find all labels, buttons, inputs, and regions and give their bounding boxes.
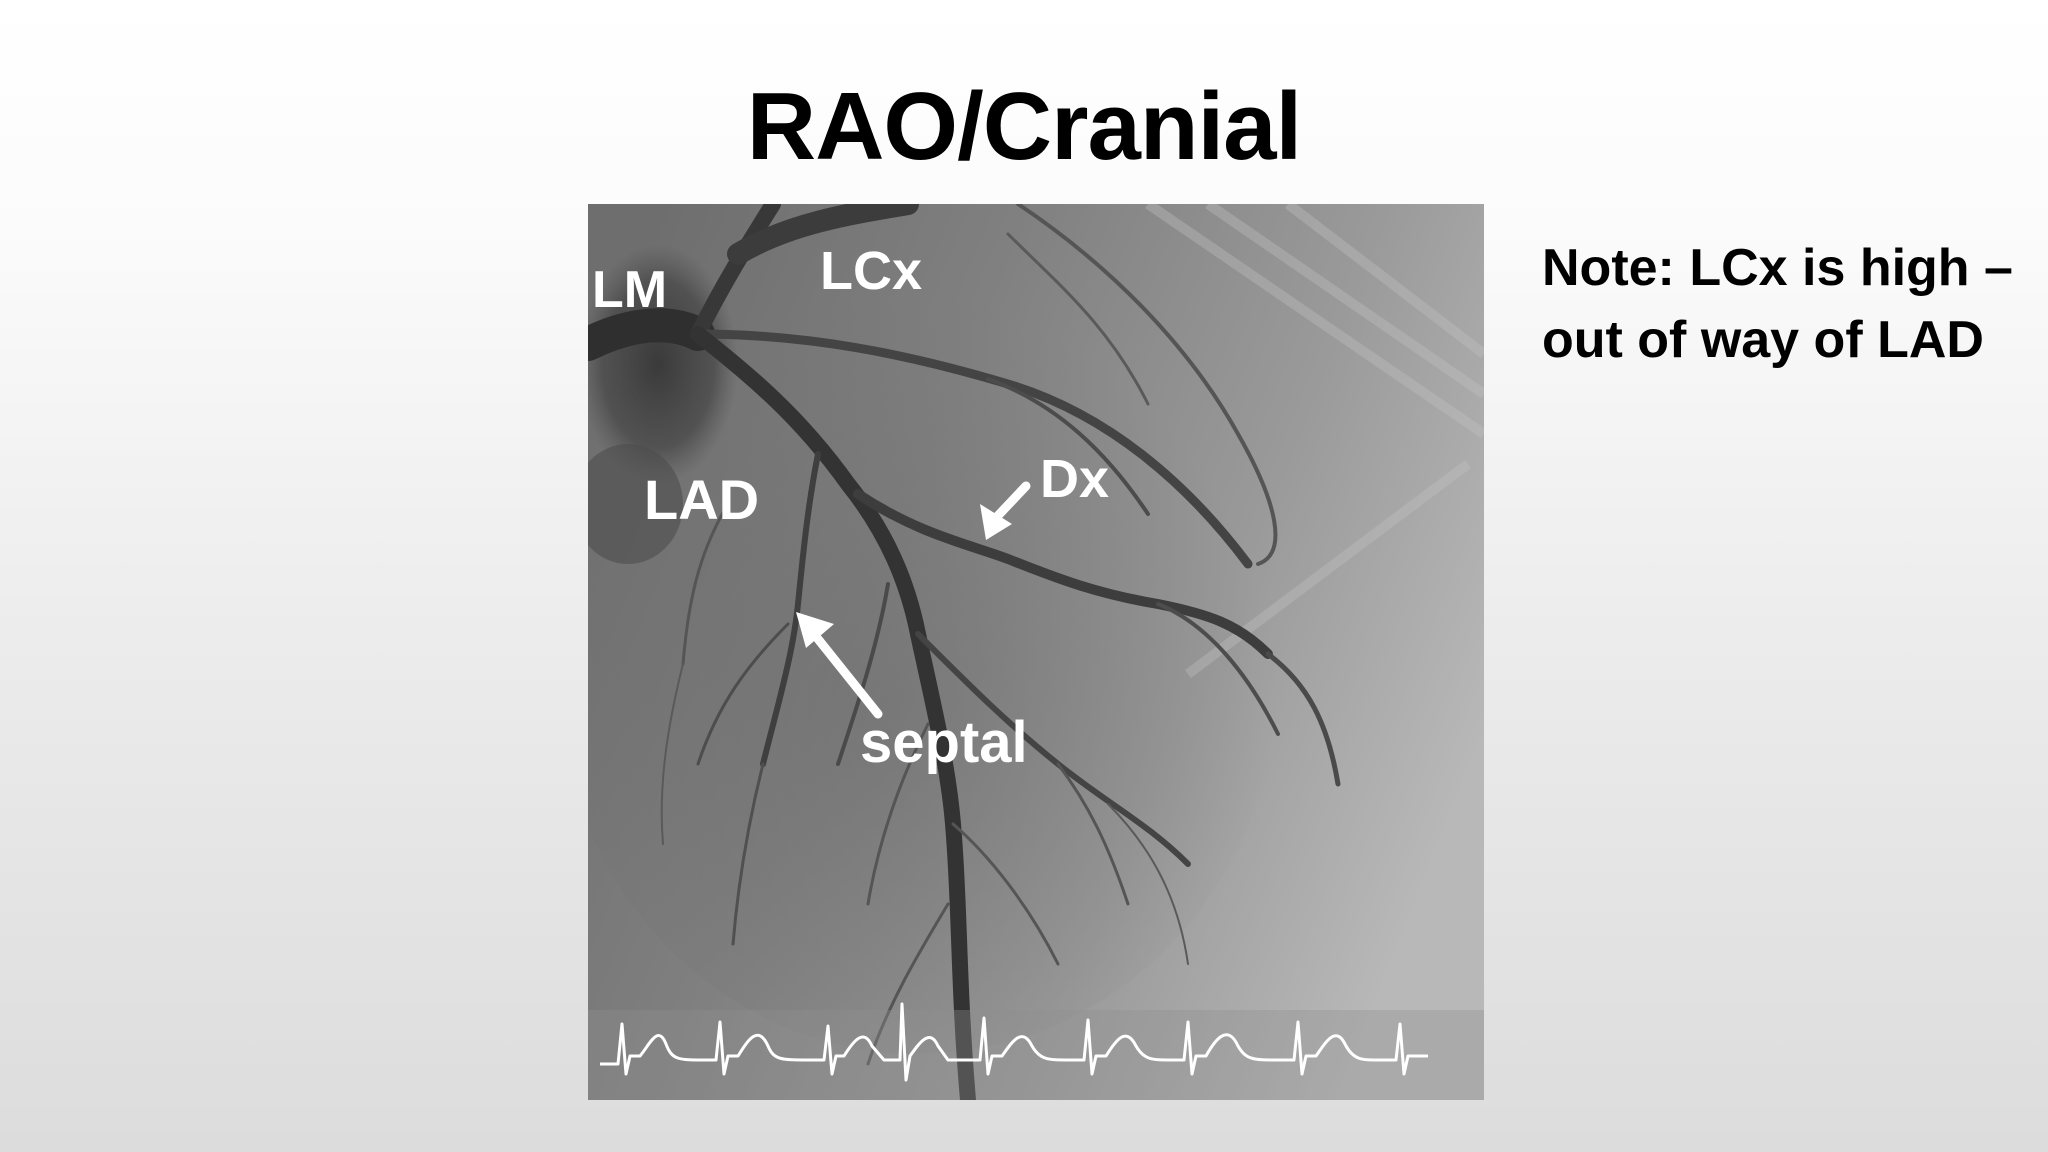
angiogram-drawing xyxy=(588,204,1484,1100)
background-structures xyxy=(1145,204,1484,678)
dx-arrowhead xyxy=(980,504,1012,540)
slide-title: RAO/Cranial xyxy=(746,73,1302,180)
septal-label: septal xyxy=(860,710,1028,775)
septal-arrow xyxy=(809,629,883,719)
dx-label: Dx xyxy=(1040,449,1110,509)
ecg-trace xyxy=(588,1002,1484,1100)
lad-label: LAD xyxy=(644,468,760,531)
note-text: Note: LCx is high – out of way of LAD xyxy=(1542,232,2032,376)
septal-arrowhead xyxy=(796,612,834,648)
lcx-label: LCx xyxy=(820,241,923,301)
note-line-2: out of way of LAD xyxy=(1542,311,1984,369)
note-line-1: Note: LCx is high – xyxy=(1542,239,2013,297)
aortic-root-shadow xyxy=(588,244,738,484)
lm-label: LM xyxy=(592,261,668,319)
angiogram-image: LM LCx LAD Dx septal xyxy=(588,204,1484,1100)
annotation-arrows xyxy=(796,481,1031,719)
coronary-vessels xyxy=(588,204,1341,1100)
